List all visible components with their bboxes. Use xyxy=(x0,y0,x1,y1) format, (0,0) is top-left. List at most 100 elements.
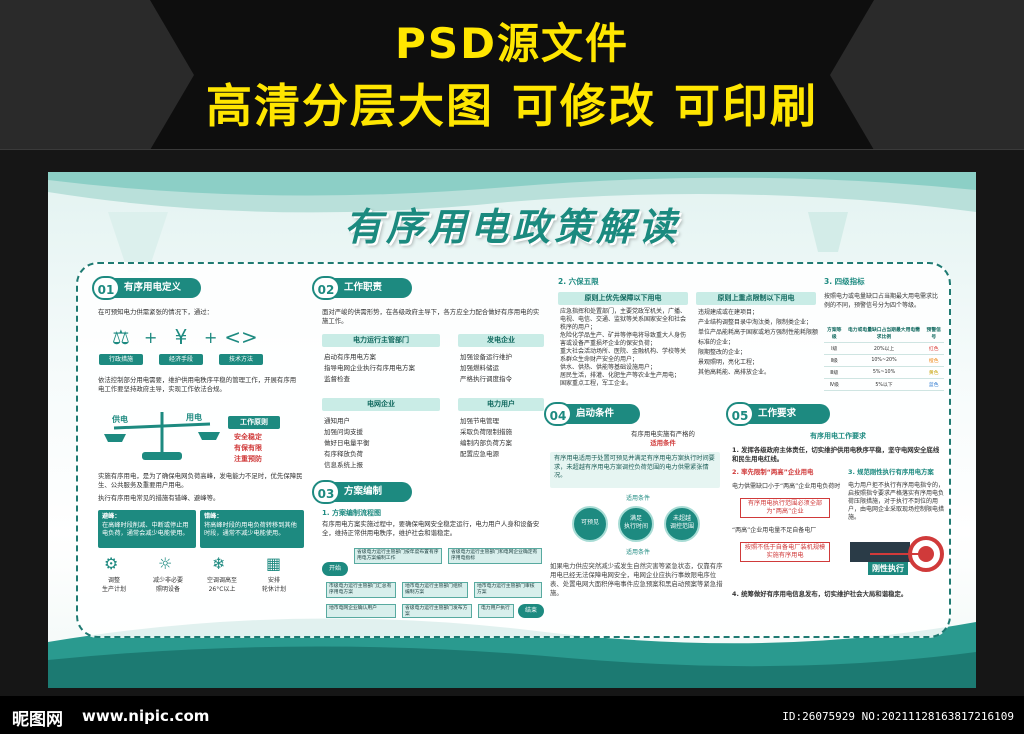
policy-poster: 有序用电政策解读 01 有序用电定义 在可预知电力供需紧张的情况下，通过： ⚖ … xyxy=(48,172,976,688)
role-item: 严格执行调度指令 xyxy=(460,375,512,383)
s5-req-1: 1. 发挥各级政府主体责任，切实维护供用电秩序平稳，坚守电网安全底线和民生用电红… xyxy=(732,446,940,463)
level-signal: 红色 xyxy=(923,342,944,355)
section-05-number: 05 xyxy=(726,402,754,426)
level-title: 3. 四级指标 xyxy=(824,277,865,286)
role-item: 加强问询支援 xyxy=(324,428,363,436)
promo-title: PSD源文件 xyxy=(395,19,629,68)
section-03-number: 03 xyxy=(312,480,340,504)
role-title: 电网企业 xyxy=(322,398,440,411)
shift-peak-text: 将高峰时段的用电负荷转移到其他时段，通常不减少电能使用。 xyxy=(204,521,297,538)
content-frame: 01 有序用电定义 在可预知电力供需紧张的情况下，通过： ⚖ 行政措施 + ¥ … xyxy=(76,262,951,638)
s5-requirement-head: 有序用电工作要求 xyxy=(810,432,866,440)
site-url[interactable]: www.nipic.com xyxy=(82,707,210,725)
flow-node: 地市电力运行主管部门审核方案 xyxy=(474,582,542,598)
s1-icon-label-1: 行政措施 xyxy=(99,354,143,365)
level-cell: 5%~10% xyxy=(844,366,924,379)
priority-item: 供水、供热、供能等基础设施用户； xyxy=(560,364,657,371)
s4-emergency-note: 如果电力供应突然减少或发生自然灾害等紧急状态，仅靠有序用电已经无法保障电网安全，… xyxy=(550,562,723,597)
level-cell: Ⅳ级 xyxy=(824,378,845,391)
s1-purpose: 实施有序用电，是为了确保电网负荷高峰，发电能力不足时，优先保障民生、公共服务及重… xyxy=(98,472,303,489)
section-01-number: 01 xyxy=(92,276,120,300)
code-icon: <> xyxy=(224,325,258,349)
action-label: 空调调高至 26°C以上 xyxy=(206,577,237,593)
role-item: 监督检查 xyxy=(324,375,350,383)
plus-icon: + xyxy=(144,328,158,347)
priority-item: 应急指挥和处置部门，主要党政军机关，广播、电视、电信、交通、监狱等关系国家安全和… xyxy=(560,308,687,331)
avoid-peak-title: 避峰： xyxy=(102,513,121,520)
role-item: 加强节电管理 xyxy=(460,417,499,425)
flow-end: 结束 xyxy=(518,604,544,618)
limit-item: 景观照明，亮化工程； xyxy=(698,359,759,366)
role-title: 电力运行主管部门 xyxy=(322,334,440,347)
level-cell: 10%~20% xyxy=(844,354,924,367)
wallet-icon: ¥ xyxy=(174,325,188,349)
lamp-icon: ☼ xyxy=(158,554,173,573)
watermark-bar xyxy=(0,696,1024,734)
plus-icon: + xyxy=(204,328,218,347)
role-item: 加强燃料储运 xyxy=(460,364,499,372)
s5-req-4: 4. 统筹做好有序用电信息发布，切实维护社会大局和谐稳定。 xyxy=(732,590,908,598)
priority-item: 居民生活，排灌、化肥生产等农业生产用电； xyxy=(560,372,681,379)
section-01-header: 01 有序用电定义 xyxy=(92,276,201,300)
role-item: 通知用户 xyxy=(324,417,350,425)
role-item: 加强设备运行维护 xyxy=(460,353,512,361)
section-04-number: 04 xyxy=(544,402,572,426)
table-row: Ⅲ级 5%~10% 黄色 xyxy=(824,366,944,379)
s5-req-2-condition-a: 电力供需缺口小于“两高”企业用电负荷时 xyxy=(732,483,841,490)
s1-icon-label-3: 技术方法 xyxy=(219,354,263,365)
s5-req-2-title: 2. 率先限制“两高”企业用电 xyxy=(732,468,814,476)
calendar-icon: ▦ xyxy=(266,554,282,573)
limit-item: 限期整改的企业； xyxy=(698,349,747,356)
flow-node: 电力用户执行 xyxy=(478,604,514,618)
section-05-header: 05 工作要求 xyxy=(726,402,830,426)
flow-node: 省级电力运行主管部门按年度布置有序用电方案编制工作 xyxy=(354,548,442,564)
role-items: 通知用户 加强问询支援 做好日电量平衡 有序释放负荷 信息系统上报 xyxy=(324,416,370,471)
rigid-execution-badge: 刚性执行 xyxy=(868,562,908,575)
shift-peak-box: 错峰： 将高峰时段的用电负荷转移到其他时段，通常不减少电能使用。 xyxy=(200,510,304,548)
flow-node: 地市电力运行主管部门组织编制方案 xyxy=(402,582,468,598)
level-cell: Ⅱ级 xyxy=(824,354,845,367)
poster-title: 有序用电政策解读 xyxy=(343,205,680,249)
level-header: 电力或电量缺口占当期最大用电需求比例 xyxy=(844,324,924,343)
principle-item: 安全稳定 xyxy=(234,433,262,441)
level-signal: 黄色 xyxy=(923,366,944,379)
flow-node: 地市电网企业确认用户 xyxy=(326,604,396,618)
level-cell: Ⅰ级 xyxy=(824,342,845,355)
promo-banner: PSD源文件 高清分层大图 可修改 可印刷 xyxy=(0,0,1024,150)
section-05-title: 工作要求 xyxy=(758,408,797,419)
role-items: 加强设备运行维护 加强燃料储运 严格执行调度指令 xyxy=(460,352,512,385)
s4-cond-label-2: 适用条件 xyxy=(625,549,650,556)
s5-req-2-condition-b: “两高”企业用电量不足自备电厂 xyxy=(732,527,817,534)
level-signal: 橙色 xyxy=(923,354,944,367)
priority-head: 原则上优先保障以下用电 xyxy=(558,292,688,305)
limit-item: 单位产品能耗高于国家或地方强制性能耗限额标准的企业； xyxy=(698,329,819,346)
s5-req-2-result-b: 按照不低于自备电厂装机规模实施有序用电 xyxy=(740,542,830,562)
level-signal: 蓝色 xyxy=(923,378,944,391)
limit-head: 原则上重点限制以下用电 xyxy=(696,292,816,305)
table-row: Ⅱ级 10%~20% 橙色 xyxy=(824,354,944,367)
ac-icon: ❄ xyxy=(212,554,226,573)
role-title: 发电企业 xyxy=(458,334,544,347)
priority-item: 重大社会活动场所、医院、金融机构、学校等关系群众生命财产安全的用户； xyxy=(560,348,687,363)
s3-description: 有序用电方案实施过程中，要确保电网安全稳定运行，电力用户人身和设备安全，维持正常… xyxy=(322,520,540,537)
section-03-title: 方案编制 xyxy=(344,486,383,497)
s5-req-2-result-a: 有序用电执行范围必须全部为“两高”企业 xyxy=(740,498,830,518)
flow-node: 市级电力运行主管部门汇总有序用电方案 xyxy=(326,582,396,598)
use-label: 用电 xyxy=(186,413,202,422)
supply-label: 供电 xyxy=(112,415,128,424)
s3-sub-title: 1. 方案编制流程图 xyxy=(322,509,381,517)
limit-item: 产业结构调整目录中淘汰类，限制类企业； xyxy=(698,319,813,326)
target-icon xyxy=(850,536,944,572)
level-header: 方案等级 xyxy=(824,324,845,343)
level-cell: Ⅲ级 xyxy=(824,366,845,379)
role-items: 启动有序用电方案 指导电网企业执行有序用电方案 监督检查 xyxy=(324,352,415,385)
role-item: 采取负荷限制措施 xyxy=(460,428,512,436)
flow-start: 开始 xyxy=(322,562,348,576)
role-item: 编制内部负荷方案 xyxy=(460,439,512,447)
limit-list: 违规建成或在建项目； 产业结构调整目录中淘汰类，限制类企业； 单位产品能耗高于国… xyxy=(698,308,818,378)
level-description: 按照电力或电量缺口占当期最大用电需求比例的不同，预警信号分为四个等级。 xyxy=(824,293,939,309)
action-label: 安排 轮休计划 xyxy=(261,577,286,593)
action-label: 减少非必要 照明设备 xyxy=(152,577,183,593)
s5-req-3-title: 3. 规范刚性执行有序用电方案 xyxy=(848,468,934,476)
action-label: 调整 生产计划 xyxy=(101,577,126,593)
